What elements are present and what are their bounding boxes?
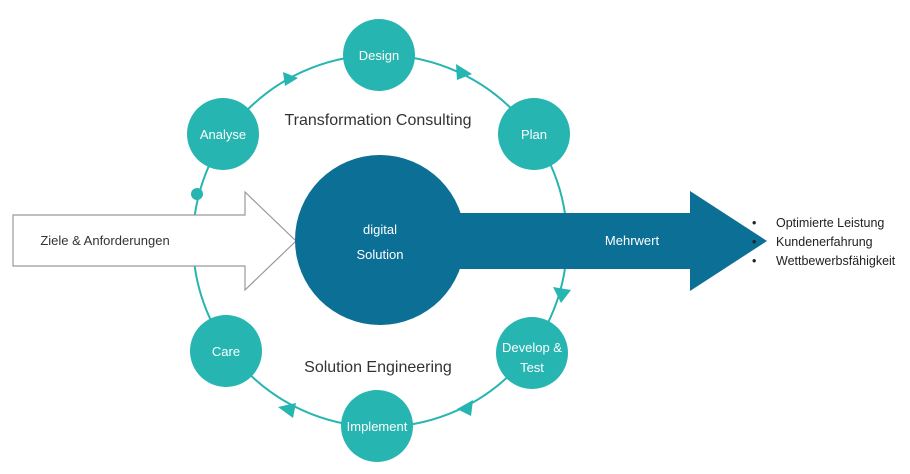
center-circle xyxy=(295,155,465,325)
phase-label-line1: Develop & xyxy=(502,340,562,355)
phase-circle xyxy=(343,19,415,91)
phase-node-care: Care xyxy=(190,315,262,387)
phase-node-develop-test: Develop & Test xyxy=(496,317,568,389)
phase-circle xyxy=(496,317,568,389)
phase-node-implement: Implement xyxy=(341,390,413,462)
phase-circle xyxy=(498,98,570,170)
ring-arrow-analyse-design xyxy=(283,72,298,86)
ring-arrow-design-plan xyxy=(456,64,472,80)
phase-label: Care xyxy=(212,344,240,359)
phase-label-line2: Test xyxy=(520,360,544,375)
ring-arrow-implement-care xyxy=(278,403,296,418)
cycle-title-top: Transformation Consulting xyxy=(284,112,471,129)
center-label-line2: Solution xyxy=(357,247,404,262)
benefit-item: Optimierte Leistung xyxy=(752,214,895,233)
phase-label: Design xyxy=(359,48,399,63)
phase-label: Analyse xyxy=(200,127,246,142)
cycle-title-bottom: Solution Engineering xyxy=(304,359,452,376)
output-arrow xyxy=(440,191,767,291)
phase-circle xyxy=(190,315,262,387)
phase-circle xyxy=(187,98,259,170)
phase-node-plan: Plan xyxy=(498,98,570,170)
input-arrow xyxy=(12,190,297,292)
phase-node-design: Design xyxy=(343,19,415,91)
ring-start-dot xyxy=(191,188,203,200)
phase-node-analyse: Analyse xyxy=(187,98,259,170)
benefit-item: Wettbewerbsfähigkeit xyxy=(752,252,895,271)
ring-arrow-plan-develop xyxy=(553,287,571,303)
ring-arrow-develop-implement xyxy=(457,400,473,416)
ring-direction-arrows xyxy=(278,64,571,418)
phase-label: Implement xyxy=(347,419,408,434)
center-label-line1: digital xyxy=(363,222,397,237)
output-arrow-label: Mehrwert xyxy=(605,233,660,248)
benefit-item: Kundenerfahrung xyxy=(752,233,895,252)
input-arrow-label: Ziele & Anforderungen xyxy=(40,233,169,248)
benefits-list: Optimierte Leistung Kundenerfahrung Wett… xyxy=(752,214,895,271)
phase-circle xyxy=(341,390,413,462)
phase-label: Plan xyxy=(521,127,547,142)
